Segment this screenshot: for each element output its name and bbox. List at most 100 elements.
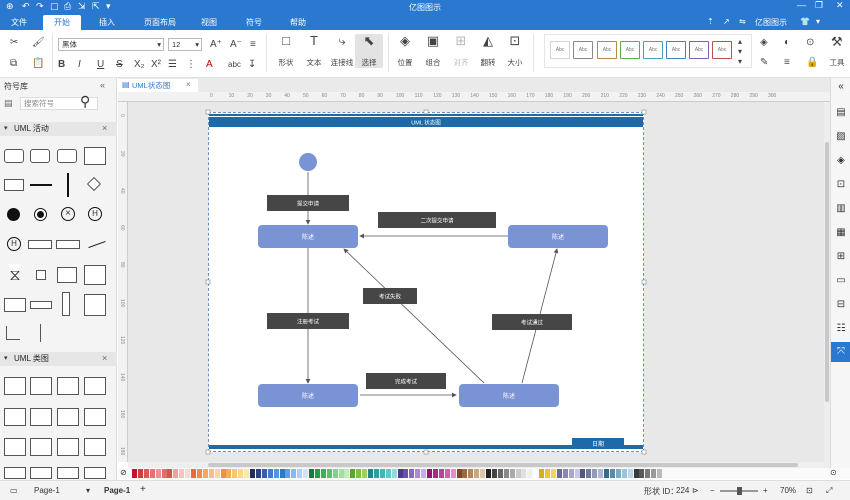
tab-symbol[interactable]: 符号	[246, 18, 262, 27]
color-swatch[interactable]	[427, 469, 432, 478]
text-highlight-button[interactable]: abc	[228, 60, 241, 69]
expand-panel-icon[interactable]: «	[838, 81, 844, 92]
history-panel-icon[interactable]: ⊟	[836, 299, 846, 310]
text-icon[interactable]: T	[310, 33, 318, 48]
color-swatch[interactable]	[196, 469, 202, 478]
color-swatch[interactable]	[450, 469, 456, 478]
tab-file[interactable]: 文件	[11, 18, 27, 27]
fork-bar-shape[interactable]	[30, 184, 52, 186]
color-swatch[interactable]	[403, 469, 409, 478]
initial-node-shape[interactable]	[7, 208, 20, 221]
style-sample-4[interactable]: Abc	[620, 41, 640, 59]
underline-button[interactable]: U	[97, 59, 105, 70]
fullscreen-icon[interactable]: ⤢	[826, 486, 833, 495]
size-icon[interactable]: ⊡	[509, 33, 521, 48]
bold-button[interactable]: B	[58, 59, 66, 70]
color-swatch[interactable]	[232, 469, 238, 478]
color-swatch[interactable]	[497, 469, 503, 478]
color-swatch[interactable]	[214, 469, 220, 478]
gallery-up-icon[interactable]: ▴	[738, 37, 743, 46]
selection-handle[interactable]	[423, 109, 429, 115]
class-shape[interactable]	[84, 438, 106, 456]
color-swatch[interactable]	[580, 469, 586, 478]
color-swatch[interactable]	[586, 469, 592, 478]
text-label[interactable]: 文本	[306, 58, 322, 67]
color-swatch[interactable]	[604, 469, 609, 478]
font-size-select[interactable]: 12▾	[168, 38, 202, 51]
ribbon-collapse-icon[interactable]: ▾	[816, 17, 821, 26]
collapse-panel-icon[interactable]: «	[100, 80, 106, 90]
color-swatch[interactable]	[238, 469, 244, 478]
color-swatch[interactable]	[320, 469, 326, 478]
add-page-button[interactable]: +	[140, 484, 146, 495]
class-shape[interactable]	[84, 408, 106, 426]
color-swatch[interactable]	[244, 469, 250, 478]
object-shape[interactable]	[84, 265, 106, 285]
chart-panel-icon[interactable]: ▦	[836, 227, 846, 238]
class-shape[interactable]	[57, 438, 79, 456]
class-shape[interactable]	[57, 467, 79, 479]
class-shape[interactable]	[4, 438, 26, 456]
color-swatch[interactable]	[143, 469, 149, 478]
style-sample-7[interactable]: Abc	[689, 41, 709, 59]
style-sample-1[interactable]: Abc	[550, 41, 570, 59]
color-swatch[interactable]	[202, 469, 208, 478]
undo-icon[interactable]: ↶	[22, 1, 30, 11]
lock-icon[interactable]: 🔒	[806, 57, 819, 68]
class-shape[interactable]	[30, 438, 52, 456]
partition-shape[interactable]	[4, 298, 26, 312]
color-swatch[interactable]	[574, 469, 580, 478]
skin-icon[interactable]: 👕	[800, 17, 810, 26]
selection-handle[interactable]	[205, 449, 211, 455]
superscript-button[interactable]: X²	[151, 59, 161, 70]
cut-icon[interactable]: ✂	[10, 37, 19, 48]
color-swatch[interactable]	[468, 469, 474, 478]
class-shape[interactable]	[30, 408, 52, 426]
section-uml-activity[interactable]: UML 活动	[0, 122, 117, 136]
outline-icon[interactable]: ⊙	[806, 37, 815, 48]
style-sample-6[interactable]: Abc	[666, 41, 686, 59]
tab-home[interactable]: 开始	[43, 15, 81, 30]
color-swatch[interactable]	[521, 469, 527, 478]
color-swatch[interactable]	[132, 469, 137, 478]
no-fill-icon[interactable]: ⊘	[120, 468, 127, 477]
connector-icon[interactable]: ⤷	[338, 33, 346, 48]
color-swatch[interactable]	[137, 469, 143, 478]
color-swatch[interactable]	[314, 469, 320, 478]
style-sample-5[interactable]: Abc	[643, 41, 663, 59]
tab-page-layout[interactable]: 页面布局	[144, 18, 176, 27]
play-icon[interactable]: ⊳	[692, 486, 699, 495]
tab-view[interactable]: 视图	[201, 18, 217, 27]
color-swatch[interactable]	[226, 469, 232, 478]
join-bar-shape[interactable]	[67, 173, 69, 197]
color-swatch[interactable]	[438, 469, 444, 478]
color-swatch[interactable]	[167, 469, 173, 478]
shape-fill-icon[interactable]: ◐	[784, 37, 791, 48]
class-shape[interactable]	[4, 408, 26, 426]
library-menu-icon[interactable]: ▤	[4, 98, 13, 108]
fill-icon[interactable]: ◈	[760, 37, 768, 48]
copy-icon[interactable]: ⧉	[10, 58, 18, 69]
position-icon[interactable]: ◈	[400, 33, 410, 48]
state-node[interactable]	[258, 384, 358, 407]
numbered-list-icon[interactable]: ⋮	[186, 59, 196, 70]
close-icon[interactable]: ✕	[836, 0, 844, 10]
color-swatch[interactable]	[391, 469, 397, 478]
table-panel-icon[interactable]: ⊞	[836, 251, 846, 262]
color-swatch[interactable]	[161, 469, 167, 478]
class-shape[interactable]	[4, 467, 26, 479]
size-label[interactable]: 大小	[507, 58, 523, 67]
color-swatch[interactable]	[545, 469, 550, 478]
align-icon[interactable]: ⊞	[455, 33, 467, 48]
minimize-icon[interactable]: —	[797, 0, 806, 10]
state-node[interactable]	[258, 225, 358, 248]
select-label[interactable]: 选择	[361, 58, 377, 67]
data-panel-icon[interactable]: ▥	[836, 203, 846, 214]
activity-shape[interactable]	[57, 149, 77, 163]
font-color-button[interactable]: A	[206, 59, 213, 70]
color-swatch[interactable]	[344, 469, 350, 478]
zoom-out-icon[interactable]: −	[710, 486, 715, 495]
color-swatch[interactable]	[533, 469, 539, 478]
color-swatch[interactable]	[356, 469, 362, 478]
shape-icon[interactable]: □	[282, 33, 290, 48]
